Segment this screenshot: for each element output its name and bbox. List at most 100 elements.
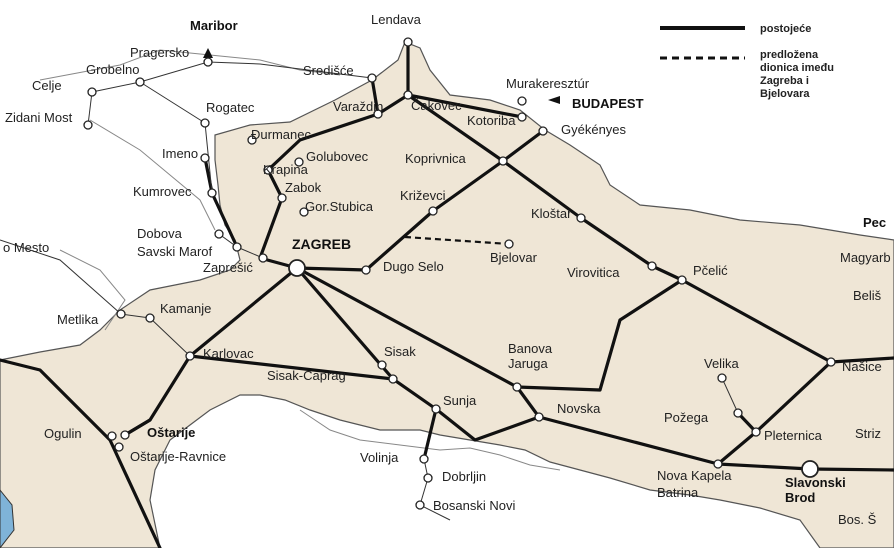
- station-ostarije: [120, 430, 130, 440]
- station-virovitica: [647, 261, 657, 271]
- station-klostar: [576, 213, 586, 223]
- town-label-sunja: Sunja: [443, 393, 477, 408]
- station-karlovac: [185, 351, 195, 361]
- station-gyekenyes: [538, 126, 548, 136]
- town-label-cakovec: Čakovec: [411, 98, 462, 113]
- town-label-dugo-selo: Dugo Selo: [383, 259, 444, 274]
- sea: [0, 489, 15, 548]
- station-pleternica: [751, 427, 761, 437]
- station-nova-kapela: [713, 459, 723, 469]
- town-label-varazdin: Varaždin: [333, 99, 383, 114]
- legend-proposed-label-3: Zagreba i: [760, 75, 809, 87]
- station-golubovec: [294, 157, 304, 167]
- town-label-ostarije: Oštarije: [147, 425, 195, 440]
- western-border: [39, 49, 341, 81]
- station-pozega: [733, 408, 743, 418]
- station-savski-marof: [232, 242, 242, 252]
- town-label-batrina: Batrina: [657, 485, 699, 500]
- town-label-grobelno: Grobelno: [86, 62, 139, 77]
- station-zagreb: [288, 259, 306, 277]
- town-label-imeno: Imeno: [162, 146, 198, 161]
- town-label-durmanec: Đurmanec: [251, 127, 311, 142]
- town-label-zabok: Zabok: [285, 180, 322, 195]
- station-metlika: [116, 309, 126, 319]
- town-label-novska: Novska: [557, 401, 601, 416]
- existing-railways: [0, 40, 894, 548]
- station-grobelno: [135, 77, 145, 87]
- station-murakeresztur: [517, 96, 527, 106]
- station-lendava: [403, 37, 413, 47]
- station-dobova: [214, 229, 224, 239]
- town-label-rogatec: Rogatec: [206, 100, 255, 115]
- station-dugo-selo: [361, 265, 371, 275]
- legend-proposed-label-4: Bjelovara: [760, 88, 810, 100]
- arrow-to-budapest-icon: [548, 96, 560, 104]
- station-pragersko: [203, 57, 213, 67]
- town-label-zapresic: Zaprešić: [203, 260, 253, 275]
- station-velika: [717, 373, 727, 383]
- town-label-sisak-caprag: Sisak-Caprag: [267, 368, 346, 383]
- town-label-zagreb: ZAGREB: [292, 236, 351, 252]
- town-label-gyekenyes: Gyékényes: [561, 122, 627, 137]
- station-sisak: [377, 360, 387, 370]
- legend-proposed-label-2: dionica imeđu: [760, 62, 834, 74]
- town-label-banova-jaruga-line2: Jaruga: [508, 356, 549, 371]
- station-slavonski-brod: [801, 460, 819, 478]
- town-label-kotoriba: Kotoriba: [467, 113, 516, 128]
- station-kumrovec: [207, 188, 217, 198]
- arrow-to-maribor-icon: [203, 48, 213, 58]
- station-krapina: [263, 165, 273, 175]
- legend-proposed-label-1: predložena: [760, 49, 819, 61]
- town-label-pleternica: Pleternica: [764, 428, 823, 443]
- station-bjelovar: [504, 239, 514, 249]
- town-label-banova-jaruga: Banova: [508, 341, 553, 356]
- town-label-bos-s: Bos. Š: [838, 512, 877, 527]
- station-gor-stubica: [299, 207, 309, 217]
- town-label-virovitica: Virovitica: [567, 265, 620, 280]
- town-label-mesto: o Mesto: [3, 240, 49, 255]
- town-label-magyarb: Magyarb: [840, 250, 891, 265]
- western-border-2: [89, 119, 216, 231]
- station-rogatec: [200, 118, 210, 128]
- station-koprivnica: [498, 156, 508, 166]
- town-label-krizevci: Križevci: [400, 188, 446, 203]
- town-label-velika: Velika: [704, 356, 739, 371]
- town-label-nova-kapela: Nova Kapela: [657, 468, 732, 483]
- town-label-murakeresztur: Murakeresztúr: [506, 76, 590, 91]
- station-sredisce: [367, 73, 377, 83]
- station-krizevci: [428, 206, 438, 216]
- legend-existing-label: postojeće: [760, 23, 811, 35]
- town-label-zidani-most: Zidani Most: [5, 110, 73, 125]
- station-imeno: [200, 153, 210, 163]
- station-volinja: [419, 454, 429, 464]
- station-ostarije-ravnice: [114, 442, 124, 452]
- town-label-volinja: Volinja: [360, 450, 399, 465]
- station-sunja: [431, 404, 441, 414]
- legend: postojeće predložena dionica imeđu Zagre…: [660, 23, 834, 100]
- town-label-sredisce: Središće: [303, 63, 354, 78]
- town-label-krapina: Krapina: [263, 162, 309, 177]
- station-bosanski-novi: [415, 500, 425, 510]
- station-zidani-most: [83, 120, 93, 130]
- station-kamanje: [145, 313, 155, 323]
- station-zabok: [277, 193, 287, 203]
- station-pcelic: [677, 275, 687, 285]
- town-labels: MariborPragerskoLendavaGrobelnoCeljeSred…: [3, 12, 891, 527]
- station-ogulin: [107, 431, 117, 441]
- town-label-pcelic: Pčelić: [693, 263, 728, 278]
- town-label-slavonski-brod: Slavonski: [785, 475, 846, 490]
- station-celje: [87, 87, 97, 97]
- town-label-savski-marof: Savski Marof: [137, 244, 213, 259]
- town-label-dobova: Dobova: [137, 226, 183, 241]
- town-label-kumrovec: Kumrovec: [133, 184, 192, 199]
- station-zapresic: [258, 253, 268, 263]
- proposed-railway-zagreb-bjelovar: [404, 235, 510, 246]
- station-nasice: [826, 357, 836, 367]
- town-label-pragersko: Pragersko: [130, 45, 189, 60]
- station-kotoriba: [517, 112, 527, 122]
- town-label-bosanski-novi: Bosanski Novi: [433, 498, 515, 513]
- town-label-celje: Celje: [32, 78, 62, 93]
- station-banova-jaruga: [512, 382, 522, 392]
- town-label-dobrljin: Dobrljin: [442, 469, 486, 484]
- town-label-karlovac: Karlovac: [203, 346, 254, 361]
